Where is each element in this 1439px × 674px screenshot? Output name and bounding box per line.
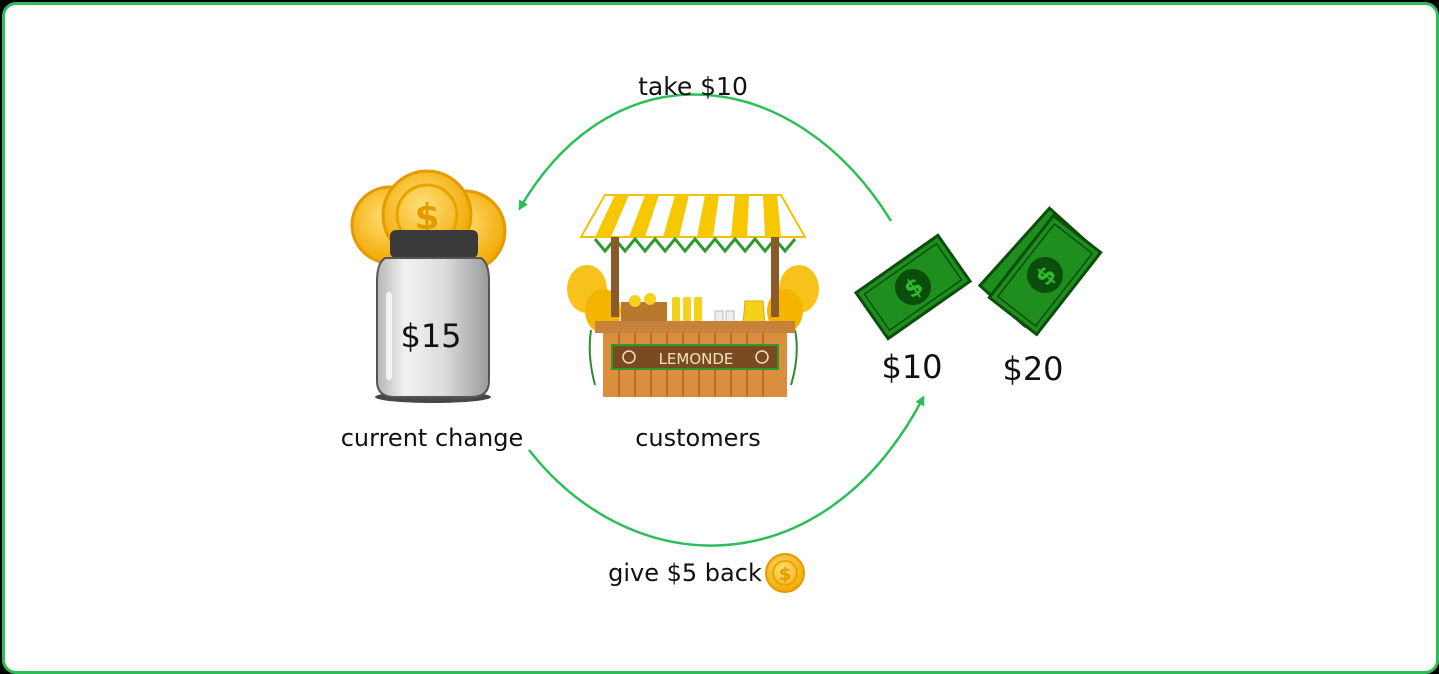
coin-icon: $	[765, 553, 805, 593]
ten-dollar-label: $10	[881, 348, 942, 386]
customers-label: customers	[635, 424, 761, 452]
twenty-dollar-label: $20	[1002, 350, 1063, 388]
give-label: give $5 back	[608, 559, 762, 587]
coin-dollar-symbol: $	[779, 564, 792, 585]
current-change-label: current change	[341, 424, 524, 452]
give-arrow	[528, 395, 925, 547]
twenty-dollar-bills-icon: $	[977, 206, 1103, 337]
lemonade-change-diagram: take $10 $ $15 current change	[341, 72, 1103, 593]
ten-dollar-bill-icon: $	[853, 233, 973, 341]
coin-jar: $ $15	[350, 169, 507, 403]
take-arrow	[518, 93, 893, 222]
lemonade-stand-icon: LEMONDE	[567, 194, 819, 397]
jar-amount: $15	[400, 317, 461, 355]
stand-sign: LEMONDE	[659, 350, 734, 368]
take-label: take $10	[638, 72, 748, 101]
